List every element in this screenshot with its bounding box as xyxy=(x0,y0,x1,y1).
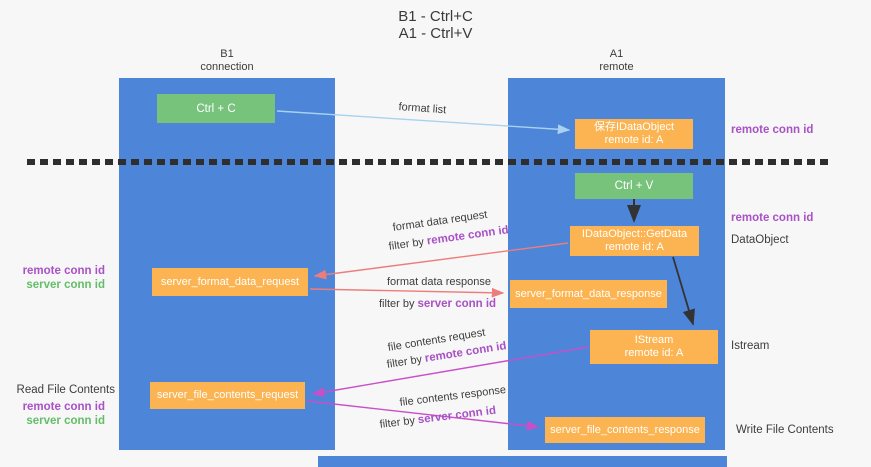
node-server-file-contents-request: server_file_contents_request xyxy=(150,382,305,409)
node-server-format-data-request-label: server_format_data_request xyxy=(160,275,300,288)
node-server-file-contents-response-label: server_file_contents_response xyxy=(550,423,700,436)
node-server-file-contents-request-label: server_file_contents_request xyxy=(156,389,299,401)
lane-a1-role: remote xyxy=(599,61,634,73)
node-server-file-contents-response: server_file_contents_response xyxy=(545,417,705,443)
node-save-idataobject: 保存IDataObject remote id: A xyxy=(575,119,693,149)
node-istream-line2: remote id: A xyxy=(624,347,684,359)
lane-header-a1: A1 remote xyxy=(508,48,725,74)
left-bottom-remote-conn-id-label: remote conn id xyxy=(22,401,105,413)
node-getdata-line1: IDataObject::GetData xyxy=(581,228,688,240)
node-save-idataobject-line1: 保存IDataObject xyxy=(593,121,675,133)
lane-a1-name: A1 xyxy=(609,48,624,60)
server-conn-id-text: server conn id xyxy=(417,404,497,427)
node-istream: IStream remote id: A xyxy=(590,330,718,364)
diagram-title: B1 - Ctrl+C A1 - Ctrl+V xyxy=(0,8,871,42)
filter-by-text: filter by xyxy=(388,236,425,253)
node-idataobject-getdata: IDataObject::GetData remote id: A xyxy=(570,226,699,256)
lane-header-b1: B1 connection xyxy=(119,48,335,74)
node-server-format-data-response: server_format_data_response xyxy=(510,280,667,308)
right-mid-remote-conn-id-label: remote conn id xyxy=(731,212,814,224)
write-file-contents-label: Write File Contents xyxy=(736,424,834,436)
session-divider-dashed-line xyxy=(27,159,833,165)
right-top-remote-conn-id-label: remote conn id xyxy=(731,124,814,136)
node-save-idataobject-line2: remote id: A xyxy=(604,134,664,146)
node-server-format-data-request: server_format_data_request xyxy=(152,268,308,296)
dataobject-label: DataObject xyxy=(731,234,789,246)
left-mid-remote-conn-id-label: remote conn id xyxy=(22,265,105,277)
lane-b1-role: connection xyxy=(200,61,254,73)
node-ctrl-c: Ctrl + C xyxy=(157,94,275,123)
format-data-response-label: format data response xyxy=(387,276,491,288)
node-server-format-data-response-label: server_format_data_response xyxy=(515,287,662,300)
read-file-contents-label: Read File Contents xyxy=(16,384,115,396)
bottom-lane-cutoff xyxy=(318,456,727,467)
node-ctrl-v-label: Ctrl + V xyxy=(614,180,654,192)
left-bottom-server-conn-id-label: server conn id xyxy=(26,415,105,427)
node-istream-line1: IStream xyxy=(634,334,674,346)
filter-by-text: filter by xyxy=(379,414,416,431)
remote-conn-id-text: remote conn id xyxy=(426,224,510,248)
format-data-response-arrow xyxy=(309,287,505,298)
node-getdata-line2: remote id: A xyxy=(605,241,664,253)
filter-by-text: filter by xyxy=(379,298,415,310)
title-line-2: A1 - Ctrl+V xyxy=(398,25,473,42)
istream-label: Istream xyxy=(731,340,770,352)
lane-b1-name: B1 xyxy=(220,48,234,60)
server-conn-id-text: server conn id xyxy=(417,298,497,310)
node-ctrl-v: Ctrl + V xyxy=(575,173,693,199)
left-mid-server-conn-id-label: server conn id xyxy=(26,279,105,291)
format-list-label: format list xyxy=(398,101,447,117)
title-line-1: B1 - Ctrl+C xyxy=(398,8,473,25)
filter-by-text: filter by xyxy=(386,353,423,371)
node-ctrl-c-label: Ctrl + C xyxy=(196,102,236,115)
